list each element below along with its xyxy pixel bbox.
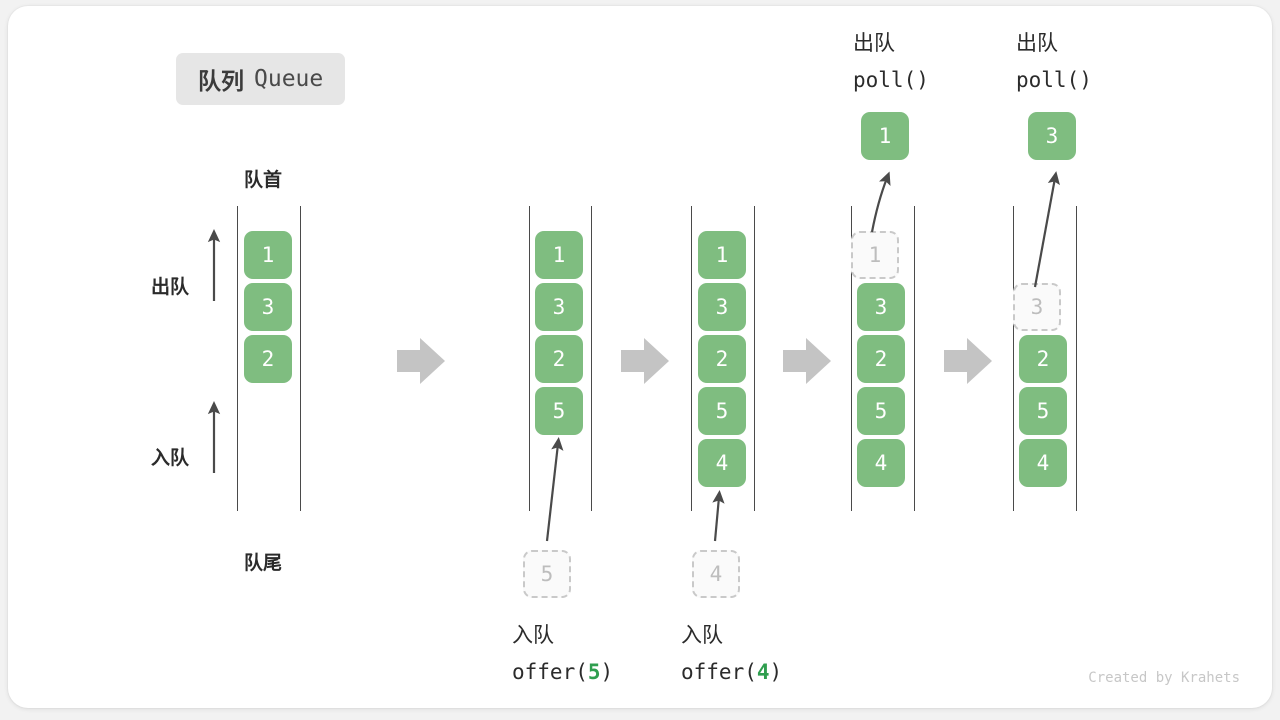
popped-item: 3 bbox=[1028, 112, 1076, 160]
title-cn: 队列 bbox=[198, 68, 244, 94]
title-badge: 队列 Queue bbox=[176, 53, 346, 105]
operation-label-offer-5: 入队 offer(5) bbox=[512, 618, 613, 690]
queue-rail-right-col1 bbox=[591, 206, 592, 511]
removed-item-ghost: 1 bbox=[851, 231, 899, 279]
step-arrow-icon bbox=[397, 338, 445, 384]
queue-item: 2 bbox=[857, 335, 905, 383]
queue-item: 5 bbox=[857, 387, 905, 435]
operation-label-cn: 出队 bbox=[853, 32, 895, 55]
queue-item: 2 bbox=[535, 335, 583, 383]
enqueue-direction-label: 入队 bbox=[151, 448, 190, 469]
operation-label-cn: 入队 bbox=[512, 624, 554, 647]
queue-item: 3 bbox=[244, 283, 292, 331]
queue-rail-right-col0 bbox=[300, 206, 301, 511]
queue-item: 3 bbox=[698, 283, 746, 331]
popped-item: 1 bbox=[861, 112, 909, 160]
offer-4-motion-arrow-icon bbox=[712, 489, 725, 542]
attribution-footer: Created by Krahets bbox=[1088, 670, 1240, 686]
queue-rail-left-col2 bbox=[691, 206, 692, 511]
queue-front-label: 队首 bbox=[244, 170, 283, 191]
title-en: Queue bbox=[254, 66, 324, 92]
poll-3-motion-arrow-icon bbox=[1033, 171, 1060, 288]
queue-item: 1 bbox=[535, 231, 583, 279]
operation-label-poll-1: 出队 poll() bbox=[853, 26, 929, 98]
queue-rail-left-col1 bbox=[529, 206, 530, 511]
removed-item-ghost: 3 bbox=[1013, 283, 1061, 331]
queue-rear-label: 队尾 bbox=[244, 553, 283, 574]
operation-label-cn: 入队 bbox=[681, 624, 723, 647]
dequeue-direction-label: 出队 bbox=[151, 277, 190, 298]
queue-rail-left-col3 bbox=[851, 206, 852, 511]
queue-item: 4 bbox=[857, 439, 905, 487]
offer-5-motion-arrow-icon bbox=[545, 437, 564, 542]
queue-item: 2 bbox=[698, 335, 746, 383]
queue-rail-right-col3 bbox=[914, 206, 915, 511]
queue-rail-right-col4 bbox=[1076, 206, 1077, 511]
operation-label-code: poll() bbox=[1016, 68, 1092, 92]
step-arrow-icon bbox=[783, 338, 831, 384]
queue-item: 3 bbox=[857, 283, 905, 331]
operation-label-code: poll() bbox=[853, 68, 929, 92]
queue-item: 5 bbox=[698, 387, 746, 435]
step-arrow-icon bbox=[944, 338, 992, 384]
queue-item: 4 bbox=[1019, 439, 1067, 487]
queue-rail-left-col4 bbox=[1013, 206, 1014, 511]
queue-item: 1 bbox=[244, 231, 292, 279]
arrows-overlay bbox=[207, 171, 1060, 542]
queue-item-new: 5 bbox=[535, 387, 583, 435]
queue-item: 1 bbox=[698, 231, 746, 279]
diagram-card: 队列 Queue 队首 队尾 出队 入队 1 3 2 1 3 2 5 5 入队 … bbox=[8, 6, 1272, 708]
poll-1-motion-arrow-icon bbox=[870, 171, 891, 233]
operation-label-code: offer(5) bbox=[512, 660, 614, 684]
queue-item: 2 bbox=[1019, 335, 1067, 383]
operation-label-code: offer(4) bbox=[681, 660, 783, 684]
operation-label-cn: 出队 bbox=[1016, 32, 1058, 55]
queue-item: 2 bbox=[244, 335, 292, 383]
pending-item-ghost: 5 bbox=[523, 550, 571, 598]
queue-item: 3 bbox=[535, 283, 583, 331]
pending-item-ghost: 4 bbox=[692, 550, 740, 598]
queue-item-new: 4 bbox=[698, 439, 746, 487]
operation-label-poll-3: 出队 poll() bbox=[1016, 26, 1092, 98]
queue-rail-left-col0 bbox=[237, 206, 238, 511]
operation-label-offer-4: 入队 offer(4) bbox=[681, 618, 782, 690]
step-arrow-icon bbox=[621, 338, 669, 384]
queue-rail-right-col2 bbox=[754, 206, 755, 511]
queue-item: 5 bbox=[1019, 387, 1067, 435]
